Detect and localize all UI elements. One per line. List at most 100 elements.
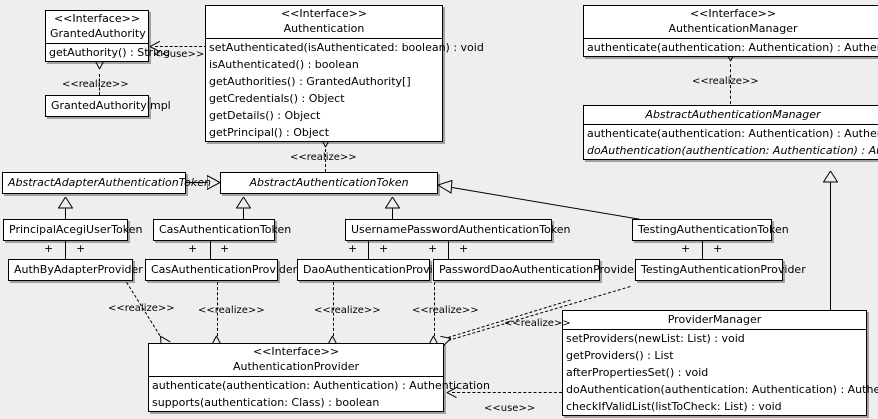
label-use-providermanager: <<use>> bbox=[484, 403, 536, 414]
class-name-label: GrantedAuthority bbox=[50, 27, 146, 40]
realize-link-abstracttoken-authentication bbox=[325, 149, 326, 172]
method-item: getProviders() : List bbox=[566, 349, 674, 362]
class-box-cas-authentication-provider[interactable]: CasAuthenticationProvider bbox=[145, 259, 297, 281]
method-item: setAuthenticated(isAuthenticated: boolea… bbox=[209, 41, 484, 54]
realize-link-abstractmanager bbox=[730, 64, 731, 104]
stereotype-label: <<Interface>> bbox=[689, 7, 777, 20]
method-item: getPrincipal() : Object bbox=[209, 126, 330, 139]
class-members: authenticate(authentication: Authenticat… bbox=[149, 376, 490, 411]
generalization-link-providermanager-abstractmanager bbox=[830, 180, 831, 310]
class-box-testing-authentication-token[interactable]: TestingAuthenticationToken bbox=[632, 219, 789, 241]
realize-link-casprovider bbox=[217, 282, 218, 336]
method-item: supports(authentication: Class) : boolea… bbox=[152, 396, 380, 409]
class-name-label: AbstractAuthenticationManager bbox=[645, 108, 821, 121]
method-item: getAuthority() : String bbox=[49, 46, 171, 59]
class-header: AbstractAdapterAuthenticationToken bbox=[3, 173, 211, 193]
class-header: UsernamePasswordAuthenticationToken bbox=[346, 220, 571, 240]
method-item: isAuthenticated() : boolean bbox=[209, 58, 359, 71]
class-box-granted-authority[interactable]: <<Interface>> GrantedAuthority getAuthor… bbox=[45, 10, 171, 62]
class-box-abstract-adapter-authentication-token[interactable]: AbstractAdapterAuthenticationToken bbox=[2, 172, 211, 194]
triangle-glyph bbox=[235, 196, 252, 209]
class-name-label: AbstractAuthenticationToken bbox=[249, 176, 409, 189]
method-item: authenticate(authentication: Authenticat… bbox=[587, 127, 878, 140]
class-name-label: TestingAuthenticationToken bbox=[638, 223, 789, 236]
realize-link-passworddaoprovider bbox=[434, 282, 435, 336]
class-header: GrantedAuthorityImpl bbox=[46, 96, 171, 116]
stereotype-label: <<Interface>> bbox=[280, 7, 368, 20]
label-realize-casprovider: <<realize>> bbox=[198, 305, 265, 316]
multiplicity-plus: + bbox=[348, 242, 358, 255]
class-members: getAuthority() : String bbox=[46, 43, 171, 61]
label-realize-grantedauthorityimpl: <<realize>> bbox=[62, 79, 129, 90]
class-box-provider-manager[interactable]: ProviderManager setProviders(newList: Li… bbox=[562, 310, 878, 416]
method-item: setProviders(newList: List) : void bbox=[566, 332, 745, 345]
class-box-authentication-manager[interactable]: <<Interface>> AuthenticationManager auth… bbox=[583, 5, 878, 57]
class-header: <<Interface>> Authentication bbox=[206, 6, 442, 38]
class-box-authentication[interactable]: <<Interface>> Authentication setAuthenti… bbox=[205, 5, 484, 142]
class-box-abstract-authentication-token[interactable]: AbstractAuthenticationToken bbox=[220, 172, 438, 194]
multiplicity-plus: + bbox=[681, 242, 691, 255]
method-item: authenticate(authentication: Authenticat… bbox=[587, 41, 878, 54]
generalization-link-principalacegi bbox=[65, 205, 66, 219]
triangle-glyph bbox=[436, 179, 453, 194]
label-realize-passworddaoprovider: <<realize>> bbox=[412, 305, 479, 316]
label-realize-abstracttoken-authentication: <<realize>> bbox=[290, 152, 357, 163]
class-box-username-password-authentication-token[interactable]: UsernamePasswordAuthenticationToken bbox=[345, 219, 571, 241]
stereotype-label: <<Interface>> bbox=[53, 12, 141, 25]
class-name-label: AuthByAdapterProvider bbox=[14, 263, 143, 276]
class-box-granted-authority-impl[interactable]: GrantedAuthorityImpl bbox=[45, 95, 171, 117]
class-header: ProviderManager bbox=[563, 311, 866, 329]
method-item-abstract: doAuthentication(authentication: Authent… bbox=[587, 144, 878, 157]
triangle-castoken bbox=[235, 194, 252, 213]
label-realize-testingprovider: <<realize>> bbox=[504, 318, 571, 329]
class-header: AuthByAdapterProvider bbox=[9, 260, 143, 280]
method-item: afterPropertiesSet() : void bbox=[566, 366, 709, 379]
association-usernamepasswordtoken-daoprovider bbox=[368, 240, 369, 260]
use-link-providermanager-authenticationprovider bbox=[452, 392, 562, 393]
method-item: getAuthorities() : GrantedAuthority[] bbox=[209, 75, 411, 88]
class-header: PasswordDaoAuthenticationProvider bbox=[434, 260, 639, 280]
class-name-label: DaoAuthenticationProvider bbox=[303, 263, 451, 276]
triangle-glyph bbox=[57, 196, 74, 209]
association-usernamepasswordtoken-passworddaoprovider bbox=[448, 240, 449, 260]
class-members: setAuthenticated(isAuthenticated: boolea… bbox=[206, 38, 484, 141]
class-box-testing-authentication-provider[interactable]: TestingAuthenticationProvider bbox=[635, 259, 806, 281]
triangle-providermanager bbox=[822, 168, 839, 187]
triangle-glyph bbox=[206, 174, 222, 191]
triangle-glyph bbox=[384, 196, 401, 209]
class-header: <<Interface>> AuthenticationManager bbox=[584, 6, 878, 38]
label-realize-daoprovider: <<realize>> bbox=[314, 305, 381, 316]
class-box-cas-authentication-token[interactable]: CasAuthenticationToken bbox=[153, 219, 292, 241]
class-name-label: AuthenticationManager bbox=[668, 22, 798, 35]
class-box-dao-authentication-provider[interactable]: DaoAuthenticationProvider bbox=[297, 259, 451, 281]
association-principalacegi-authbyadapter bbox=[65, 240, 66, 260]
class-box-principal-acegi-user-token[interactable]: PrincipalAcegiUserToken bbox=[3, 219, 143, 241]
stereotype-label: <<Interface>> bbox=[252, 345, 340, 358]
multiplicity-plus: + bbox=[188, 242, 198, 255]
class-name-label: CasAuthenticationToken bbox=[159, 223, 292, 236]
class-name-label: UsernamePasswordAuthenticationToken bbox=[351, 223, 571, 236]
class-header: AbstractAuthenticationToken bbox=[221, 173, 437, 193]
label-use-authentication-grantedauthority: <<use>> bbox=[153, 49, 205, 60]
realize-link-daoprovider bbox=[333, 282, 334, 336]
generalization-link-usernamepasswordtoken bbox=[392, 205, 393, 219]
class-header: TestingAuthenticationToken bbox=[633, 220, 789, 240]
class-box-authentication-provider[interactable]: <<Interface>> AuthenticationProvider aut… bbox=[148, 343, 490, 412]
multiplicity-plus: + bbox=[428, 242, 438, 255]
class-box-auth-by-adapter-provider[interactable]: AuthByAdapterProvider bbox=[8, 259, 143, 281]
class-name-label: PasswordDaoAuthenticationProvider bbox=[439, 263, 639, 276]
class-box-password-dao-authentication-provider[interactable]: PasswordDaoAuthenticationProvider bbox=[433, 259, 639, 281]
association-testingtoken-testingprovider bbox=[702, 240, 703, 260]
class-name-label: ProviderManager bbox=[667, 313, 762, 326]
generalization-link-testingtoken bbox=[451, 187, 640, 220]
class-header: DaoAuthenticationProvider bbox=[298, 260, 451, 280]
class-header: PrincipalAcegiUserToken bbox=[4, 220, 143, 240]
label-realize-abstractmanager: <<realize>> bbox=[692, 76, 759, 87]
class-name-label: PrincipalAcegiUserToken bbox=[9, 223, 143, 236]
method-item: getCredentials() : Object bbox=[209, 92, 345, 105]
class-name-label: AbstractAdapterAuthenticationToken bbox=[8, 176, 211, 189]
class-members: setProviders(newList: List) : void getPr… bbox=[563, 329, 878, 415]
class-box-abstract-authentication-manager[interactable]: AbstractAuthenticationManager authentica… bbox=[583, 105, 878, 160]
class-header: CasAuthenticationProvider bbox=[146, 260, 297, 280]
